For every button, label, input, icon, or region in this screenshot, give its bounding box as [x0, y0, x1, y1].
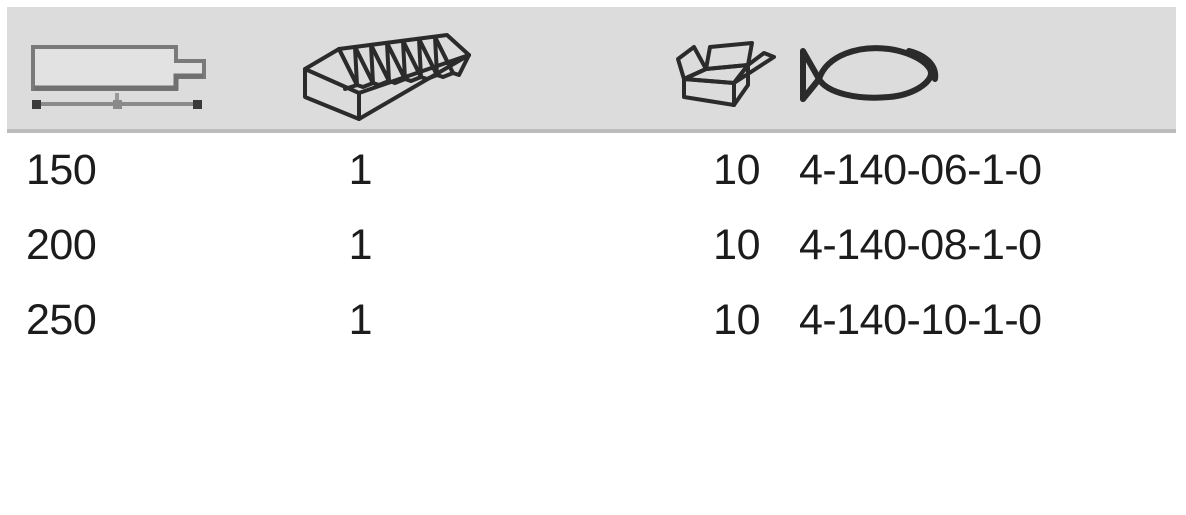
file-length-dimension-icon [31, 45, 206, 109]
cell-length: 250 [26, 296, 97, 344]
cell-length: 150 [26, 146, 97, 194]
cell-article-number: 4-140-08-1-0 [799, 221, 1042, 269]
cell-article-number: 4-140-10-1-0 [799, 296, 1042, 344]
cell-packaging-unit: 10 [713, 221, 760, 269]
cell-packaging-unit: 10 [713, 296, 760, 344]
table-row: 200 1 10 4-140-08-1-0 [0, 208, 1186, 283]
cell-cut: 1 [348, 221, 373, 269]
file-cut-grade-icon [303, 33, 471, 121]
cell-cut: 1 [348, 296, 373, 344]
table-row: 250 1 10 4-140-10-1-0 [0, 283, 1186, 358]
article-number-fish-icon [800, 45, 939, 102]
table-row: 150 1 10 4-140-06-1-0 [0, 133, 1186, 208]
table-body: 150 1 10 4-140-06-1-0 200 1 10 4-140-08-… [0, 133, 1186, 358]
cell-cut: 1 [348, 146, 373, 194]
cell-packaging-unit: 10 [713, 146, 760, 194]
cell-article-number: 4-140-06-1-0 [799, 146, 1042, 194]
packaging-unit-box-icon [676, 41, 776, 107]
table-header-band [7, 7, 1176, 133]
cell-length: 200 [26, 221, 97, 269]
